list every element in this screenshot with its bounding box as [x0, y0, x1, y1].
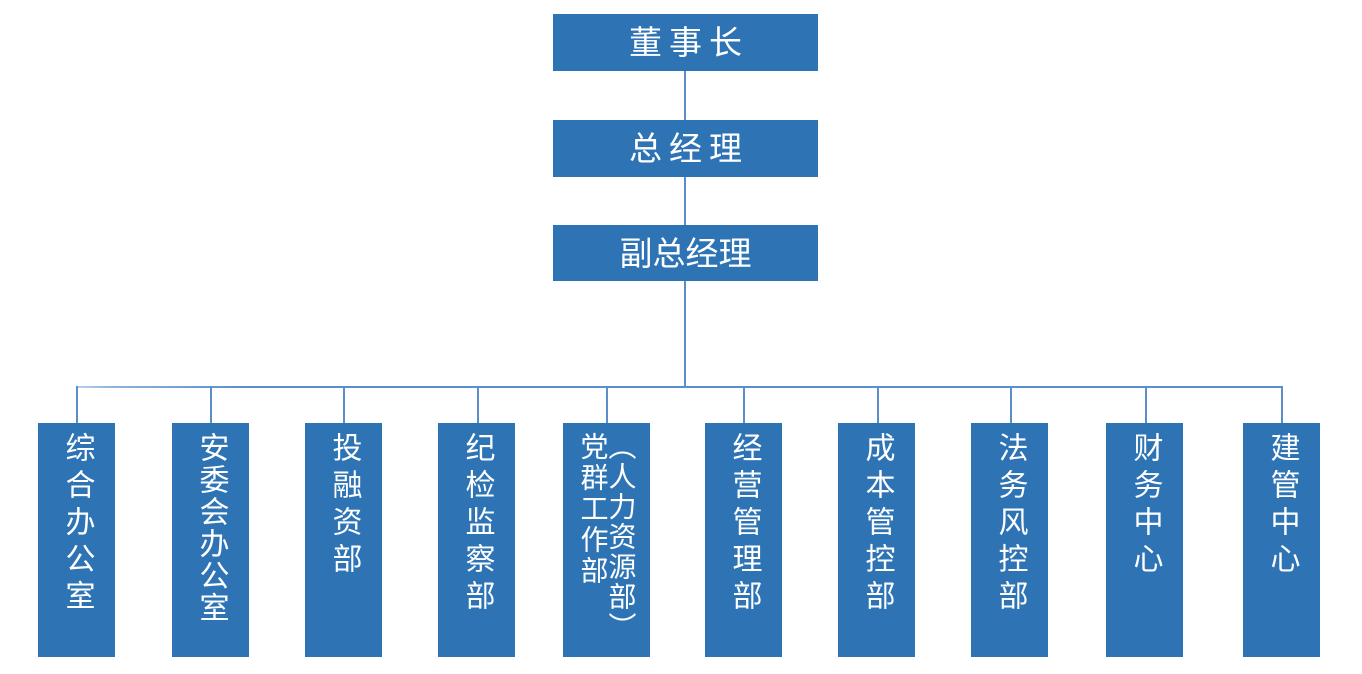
node-discipline-inspection-dept-label: 纪检监察部 [459, 432, 495, 617]
node-safety-committee-office-label: 安委会办公室 [193, 432, 229, 624]
node-legal-risk-control-dept[interactable]: 法务风控部 [971, 423, 1048, 657]
connector-drop-finance-center [1145, 386, 1147, 423]
node-deputy-general-manager-label: 副总经理 [619, 233, 752, 273]
node-safety-committee-office[interactable]: 安委会办公室 [172, 423, 249, 657]
connector-drop-discipline-inspection-dept [477, 386, 479, 423]
connector-drop-construction-management-center [1281, 386, 1283, 423]
connector-drop-cost-control-dept [877, 386, 879, 423]
node-investment-financing-dept-label: 投融资部 [326, 432, 362, 580]
node-party-mass-work-dept-secondary-label: （人力资源部） [604, 432, 638, 642]
node-general-office-label: 综合办公室 [59, 432, 95, 617]
node-discipline-inspection-dept[interactable]: 纪检监察部 [438, 423, 515, 657]
node-finance-center[interactable]: 财务中心 [1106, 423, 1183, 657]
node-legal-risk-control-dept-label: 法务风控部 [992, 432, 1028, 617]
node-general-manager-label: 总经理 [629, 129, 749, 168]
node-cost-control-dept-label: 成本管控部 [859, 432, 895, 617]
node-deputy-general-manager[interactable]: 副总经理 [553, 225, 818, 281]
connector-drop-general-office [76, 386, 78, 423]
node-party-mass-work-dept[interactable]: （人力资源部） 党群工作部 [563, 423, 650, 657]
connector-drop-operation-management-dept [743, 386, 745, 423]
connector-drop-safety-committee-office [210, 386, 212, 423]
connector-drop-investment-financing-dept [343, 386, 345, 423]
connector-gm-to-deputy [684, 177, 686, 225]
node-investment-financing-dept[interactable]: 投融资部 [305, 423, 382, 657]
node-operation-management-dept[interactable]: 经营管理部 [705, 423, 782, 657]
connector-drop-legal-risk-control-dept [1010, 386, 1012, 423]
node-cost-control-dept[interactable]: 成本管控部 [838, 423, 915, 657]
connector-chairman-to-gm [684, 71, 686, 120]
node-party-mass-work-dept-label: 党群工作部 [576, 432, 610, 587]
connector-bus [76, 386, 1281, 388]
connector-deputy-stem [684, 281, 686, 387]
node-general-manager[interactable]: 总经理 [553, 120, 818, 177]
node-general-office[interactable]: 综合办公室 [38, 423, 115, 657]
node-chairman[interactable]: 董事长 [553, 14, 818, 71]
node-construction-management-center[interactable]: 建管中心 [1243, 423, 1320, 657]
node-construction-management-center-label: 建管中心 [1264, 432, 1300, 580]
connector-drop-party-mass-work-dept [606, 386, 608, 423]
node-chairman-label: 董事长 [629, 23, 749, 62]
node-operation-management-dept-label: 经营管理部 [726, 432, 762, 617]
node-finance-center-label: 财务中心 [1127, 432, 1163, 580]
